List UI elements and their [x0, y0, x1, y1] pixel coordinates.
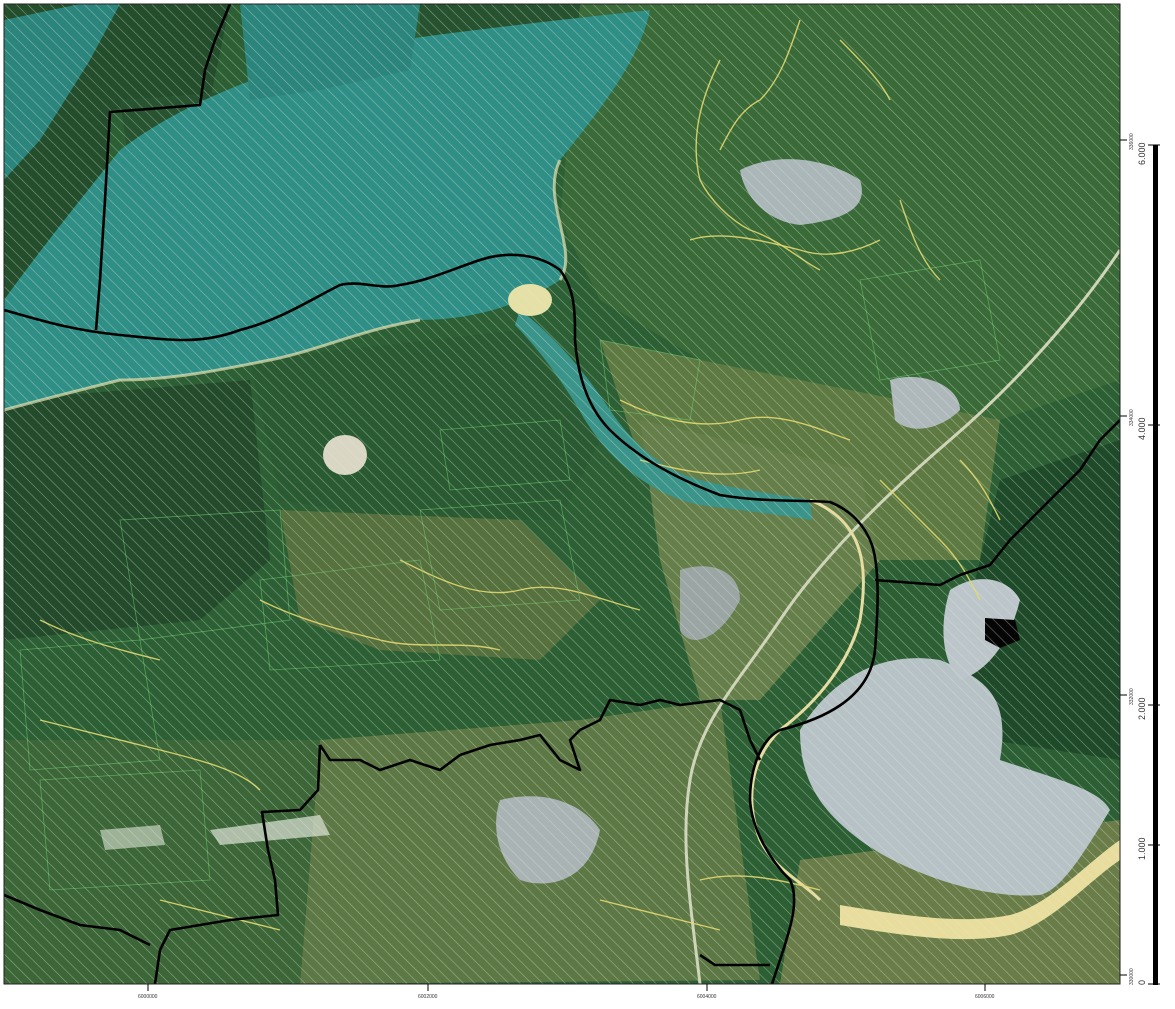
boundary-south: [699, 953, 770, 967]
hatched-overlay: [4, 4, 1120, 984]
bottom-scale: 6000000 6002000 6004000 6006000: [138, 984, 995, 1000]
boundary-east: [874, 419, 1120, 587]
scale-label-2000: 2.000: [1137, 697, 1147, 720]
scale-label-1000: 1.000: [1137, 837, 1147, 860]
side-coord-label: 332000: [1129, 688, 1135, 705]
boundary-southwest: [153, 744, 322, 984]
bottom-coord-label: 6006000: [975, 994, 995, 1000]
side-coord-label: 334000: [1129, 409, 1135, 426]
scale-label-0: 0: [1137, 980, 1147, 985]
boundary-south-central: [318, 698, 762, 772]
boundary-main: [4, 253, 879, 984]
right-scale: 0 1.000 2.000 4.000 6.000 330000 332000 …: [1120, 133, 1160, 985]
scale-label-6000: 6.000: [1137, 142, 1147, 165]
boundary-southwest-2: [4, 893, 151, 947]
bottom-coord-label: 6000000: [138, 994, 158, 1000]
boundary-northwest: [94, 4, 232, 331]
administrative-boundaries: [4, 4, 1120, 984]
side-coord-label: 330000: [1129, 968, 1135, 985]
side-coord-label: 336000: [1129, 133, 1135, 150]
scale-label-4000: 4.000: [1137, 417, 1147, 440]
scale-bar-vertical: [1153, 145, 1158, 985]
bottom-coord-label: 6002000: [418, 994, 438, 1000]
map-border: [3, 3, 1121, 985]
bottom-coord-label: 6004000: [697, 994, 717, 1000]
